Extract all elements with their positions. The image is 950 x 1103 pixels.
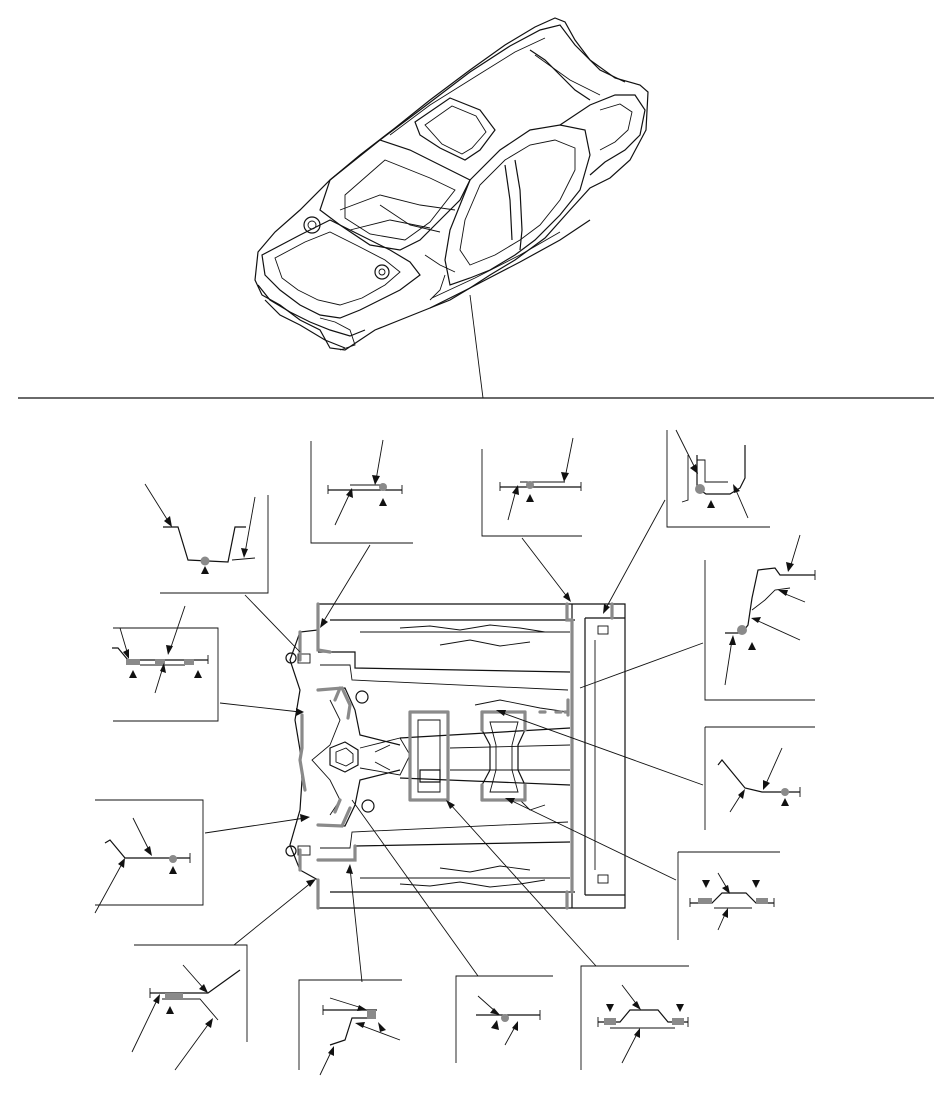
detail-callout-7 [496,710,815,830]
detail-callout-8 [505,798,780,940]
detail-callout-3 [481,437,582,602]
detail-callout-5 [112,605,304,722]
underbody-plan-view [285,602,626,910]
detail-callout-4 [603,429,770,614]
detail-callout-1 [144,483,301,653]
sealer-center-left [408,710,450,802]
detail-callout-10 [131,879,316,1071]
sealer-front-left [316,602,332,654]
detail-callout-13 [446,800,689,1070]
detail-callout-12 [351,799,553,1063]
detail-callout-11 [298,864,402,1076]
detail-callout-6 [579,534,816,701]
detail-callout-9 [94,799,310,914]
detail-callout-2 [310,439,413,628]
body-shell-illustration [254,17,649,399]
